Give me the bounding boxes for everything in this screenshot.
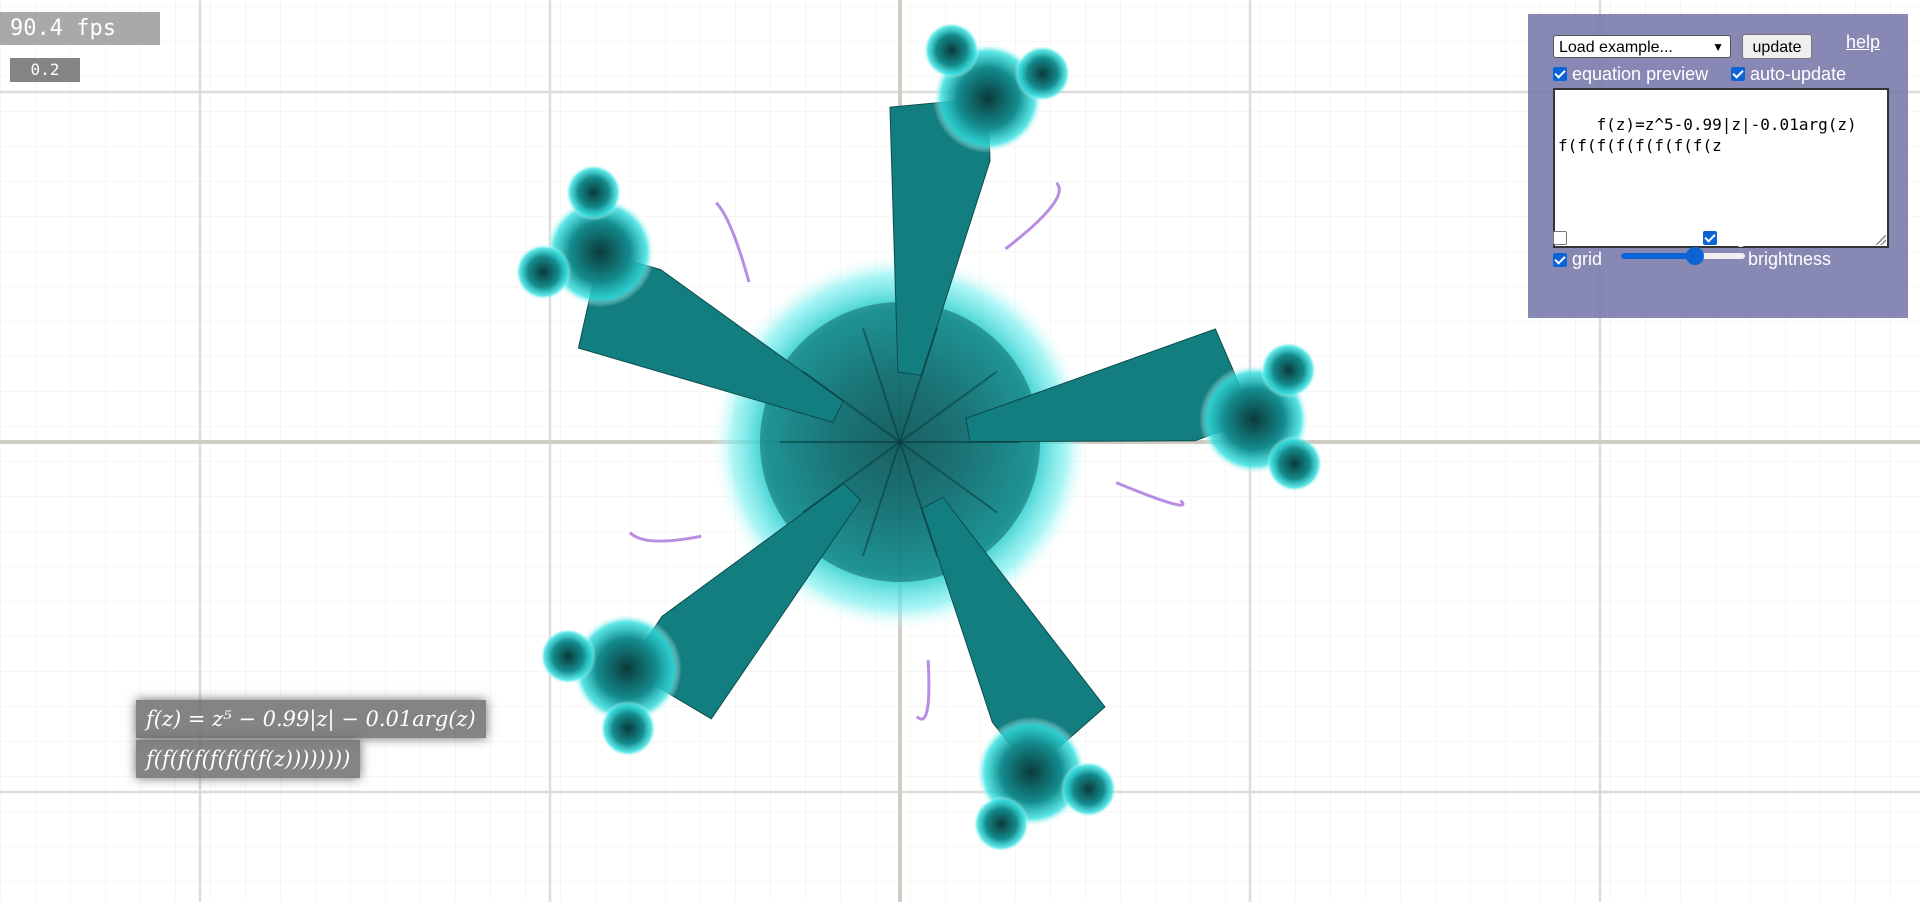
fractal-spoke bbox=[802, 441, 901, 514]
help-link[interactable]: help bbox=[1846, 32, 1881, 52]
fractal-sub-blossom bbox=[1260, 341, 1317, 398]
fractal-tendril bbox=[1115, 481, 1185, 507]
fractal-tendril bbox=[1004, 181, 1061, 251]
resize-grip-icon[interactable] bbox=[1876, 235, 1886, 245]
fractal-sub-blossom bbox=[1266, 435, 1323, 492]
example-select-value: Load example... bbox=[1559, 39, 1673, 56]
fractal-sub-blossom bbox=[600, 700, 657, 757]
fractal-spoke bbox=[899, 370, 998, 443]
fractal-sub-blossom bbox=[515, 243, 572, 300]
fractal-spoke bbox=[802, 370, 901, 443]
fractal-spoke bbox=[861, 327, 901, 443]
fractal-sub-blossom bbox=[565, 164, 622, 221]
equation-preview-checkbox[interactable] bbox=[1553, 67, 1567, 81]
fractal-spoke bbox=[899, 441, 998, 514]
auto-update-checkbox[interactable] bbox=[1731, 67, 1745, 81]
fractal-blossom bbox=[571, 613, 682, 724]
fps-counter: 90.4 fps bbox=[0, 12, 160, 45]
equation-textarea[interactable]: f(z)=z^5-0.99|z|-0.01arg(z) f(f(f(f(f(f(… bbox=[1553, 88, 1889, 248]
equation-text: f(z)=z^5-0.99|z|-0.01arg(z) f(f(f(f(f(f(… bbox=[1558, 115, 1857, 155]
slider-thumb[interactable] bbox=[1686, 247, 1705, 265]
chevron-down-icon: ▼ bbox=[1712, 40, 1724, 54]
example-select[interactable]: Load example... ▼ bbox=[1553, 35, 1731, 58]
fractal-spoke bbox=[861, 441, 901, 557]
fractal-sub-blossom bbox=[973, 795, 1030, 852]
fractal-spoke bbox=[899, 327, 939, 443]
brightness-slider[interactable] bbox=[1621, 246, 1745, 266]
auto-update-label: auto-update bbox=[1750, 64, 1847, 84]
linear-contour-checkbox[interactable] bbox=[1553, 231, 1567, 245]
brightness-label: brightness bbox=[1748, 249, 1832, 269]
fractal-tendril bbox=[628, 531, 702, 543]
equation-preview-label: equation preview bbox=[1572, 64, 1709, 84]
fractal-sub-blossom bbox=[1060, 761, 1117, 818]
update-button[interactable]: update bbox=[1742, 34, 1812, 59]
fractal-sub-blossom bbox=[540, 628, 597, 685]
fractal-tendril bbox=[915, 660, 931, 721]
control-panel: Load example... ▼ update help equation p… bbox=[1528, 14, 1908, 318]
fractal-spoke bbox=[899, 441, 939, 557]
linear-contour-label: linear contour bbox=[1572, 227, 1682, 247]
fractal-blossom bbox=[545, 197, 656, 308]
fractal-sub-blossom bbox=[1014, 45, 1071, 102]
logarithmic-contour-label: logarithmic contour bbox=[1722, 227, 1875, 247]
logarithmic-contour-checkbox[interactable] bbox=[1703, 231, 1717, 245]
time-value: 0.2 bbox=[10, 58, 80, 82]
fractal-tendril bbox=[715, 201, 751, 283]
fractal-sub-blossom bbox=[923, 22, 980, 79]
fractal-image bbox=[515, 22, 1323, 852]
equation-preview-line-2: f(f(f(f(f(f(f(f(z)))))))) bbox=[136, 740, 361, 778]
equation-preview-line-1: f(z) = z⁵ − 0.99|z| − 0.01arg(z) bbox=[136, 700, 486, 738]
grid-label: grid bbox=[1572, 249, 1603, 269]
grid-checkbox[interactable] bbox=[1553, 253, 1567, 267]
